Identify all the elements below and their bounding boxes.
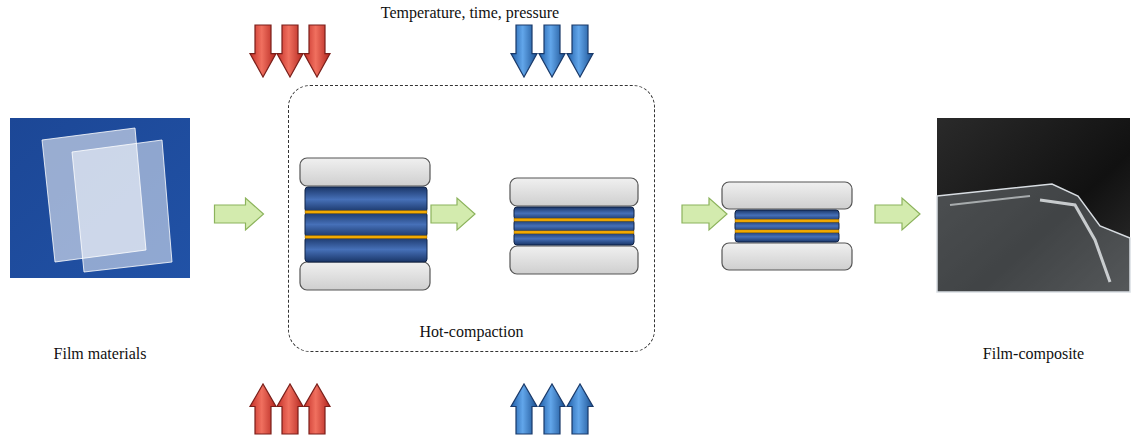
film-composite-node: Film-composite bbox=[937, 118, 1130, 368]
interlayer-line bbox=[735, 219, 839, 222]
composite-photo bbox=[937, 118, 1130, 292]
process-region: Hot-compaction bbox=[288, 85, 655, 352]
process-arrow bbox=[875, 198, 920, 230]
node-label: Film-composite bbox=[937, 344, 1130, 363]
process-arrow bbox=[682, 198, 727, 230]
film-layer bbox=[305, 187, 427, 212]
press-plate bbox=[510, 178, 638, 206]
film-layer bbox=[305, 212, 427, 237]
interlayer-line bbox=[735, 230, 839, 233]
process-arrow bbox=[215, 198, 264, 230]
press-plate bbox=[300, 262, 430, 290]
composite-film bbox=[937, 184, 1130, 292]
force-arrow bbox=[539, 384, 565, 434]
force-arrow bbox=[250, 25, 276, 77]
force-arrow bbox=[511, 384, 537, 434]
press-plate bbox=[722, 182, 852, 209]
film-layer bbox=[514, 207, 634, 220]
film-layer bbox=[305, 237, 427, 262]
force-arrow bbox=[250, 384, 276, 434]
force-arrow bbox=[277, 25, 303, 77]
node-label: Hot-compaction bbox=[289, 322, 654, 341]
force-arrow bbox=[304, 384, 330, 434]
film-materials-node: Film materials bbox=[10, 118, 190, 368]
press-plate bbox=[510, 246, 638, 274]
force-arrow bbox=[567, 384, 593, 434]
press-plate bbox=[300, 158, 430, 186]
force-arrow bbox=[277, 384, 303, 434]
film-layer bbox=[514, 232, 634, 245]
film-sheet bbox=[72, 140, 172, 272]
diagram-title: Temperature, time, pressure bbox=[381, 3, 559, 22]
composite-highlight bbox=[950, 196, 1030, 205]
process-arrow bbox=[431, 198, 475, 230]
interlayer-line bbox=[514, 218, 634, 221]
press-plate bbox=[722, 243, 852, 270]
force-arrow bbox=[539, 25, 565, 77]
interlayer-line bbox=[305, 236, 427, 239]
force-arrow bbox=[304, 25, 330, 77]
interlayer-line bbox=[514, 231, 634, 234]
force-arrow bbox=[567, 25, 593, 77]
force-arrow bbox=[511, 25, 537, 77]
interlayer-line bbox=[305, 211, 427, 214]
film-photo bbox=[10, 118, 190, 278]
node-label: Film materials bbox=[10, 344, 190, 363]
composite-highlight bbox=[1040, 200, 1110, 282]
film-layer bbox=[514, 220, 634, 233]
